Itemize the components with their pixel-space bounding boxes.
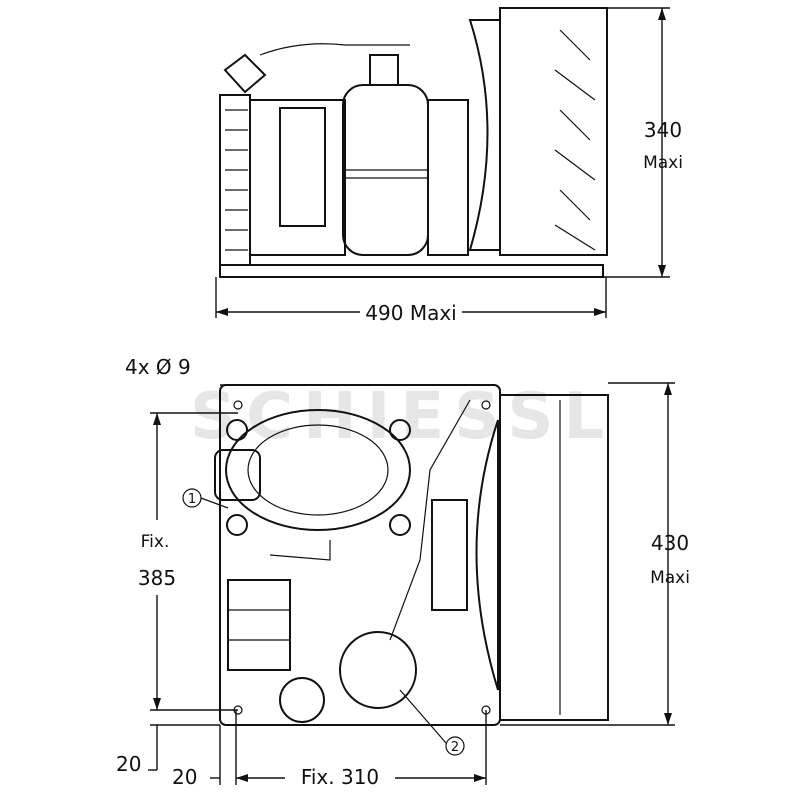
fix-width-label: Fix. 310 xyxy=(301,765,379,789)
bottom-view: 1 2 4x Ø 9 430 Maxi Fix. 385 20 20 Fix. … xyxy=(116,355,690,789)
callout-2: 2 xyxy=(451,740,459,755)
condenser xyxy=(499,7,608,256)
offset-y: 20 xyxy=(116,752,141,776)
callout-1: 1 xyxy=(188,492,196,507)
width-label: 490 Maxi xyxy=(365,301,456,325)
height-note: Maxi xyxy=(643,153,683,173)
fan-guard-left xyxy=(219,94,251,266)
offset-x: 20 xyxy=(172,765,197,789)
fix-depth-label: Fix. xyxy=(141,532,170,552)
condenser-fins xyxy=(554,29,596,251)
fan-blade xyxy=(475,419,499,691)
electrical-box xyxy=(227,579,291,671)
holes-label: 4x Ø 9 xyxy=(125,355,191,379)
watermark: SCHIESSL xyxy=(190,380,614,454)
height-value: 340 xyxy=(644,118,682,142)
electrical-box xyxy=(279,107,326,227)
depth-value: 430 xyxy=(651,531,689,555)
connector xyxy=(223,53,267,94)
top-view: 340 Maxi 490 Maxi xyxy=(215,7,683,325)
fan-motor xyxy=(427,99,469,256)
receiver xyxy=(339,631,417,709)
base-plate xyxy=(219,264,604,278)
compressor xyxy=(225,409,411,531)
fix-depth-value: 385 xyxy=(138,566,176,590)
condenser xyxy=(499,394,609,721)
terminal-box xyxy=(214,449,261,501)
valve xyxy=(369,54,399,86)
compressor-body xyxy=(249,99,346,256)
relay xyxy=(279,677,325,723)
depth-note: Maxi xyxy=(650,568,690,588)
fan-blade xyxy=(468,19,501,251)
fan-motor xyxy=(431,499,468,611)
